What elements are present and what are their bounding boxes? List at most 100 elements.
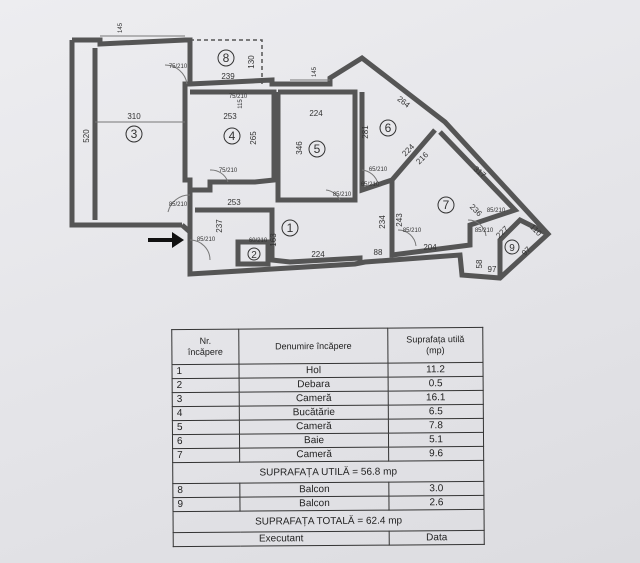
cell-name: Balcon (239, 496, 390, 512)
cell-area: 11.2 (387, 362, 484, 378)
room-number: 1 (287, 221, 294, 235)
cell-name: Baie (239, 433, 389, 449)
cell-name: Cameră (239, 391, 389, 407)
room-circle-2 (247, 247, 261, 261)
dimension-label: 88 (374, 248, 383, 257)
door-arc (397, 229, 417, 247)
cell-name: Hol (238, 363, 389, 379)
entry-wall (180, 223, 192, 234)
outer-wall (72, 37, 552, 281)
cell-nr: 2 (172, 378, 240, 393)
door-arc (361, 169, 379, 185)
room-number: 7 (443, 198, 450, 212)
room5-wall (275, 89, 358, 203)
cell-name: Balcon (239, 482, 389, 498)
dimension-label: 243 (395, 213, 404, 227)
dimension-label: 204 (423, 243, 437, 252)
cell-area: 5.1 (388, 432, 484, 448)
date-label: Data (389, 530, 485, 546)
door-label: 75/210 (219, 168, 238, 174)
dimension-label: 224 (309, 109, 323, 118)
window-label: 145 (312, 66, 318, 77)
header-nr-line1: Nr. (199, 335, 212, 346)
cell-nr: 7 (172, 448, 240, 463)
floor-plan: 8 3 4 5 6 7 1 2 9 310 520 253 265 224 34… (69, 22, 552, 281)
cell-area: 3.0 (388, 481, 484, 497)
grand-total-row: SUPRAFAȚA TOTALĂ = 62.4 mp (173, 509, 485, 533)
entrance-arrow-icon (148, 232, 184, 248)
cell-nr: 3 (172, 392, 240, 407)
cell-nr: 8 (172, 483, 240, 498)
header-area: Suprafața utilă(mp) (387, 327, 483, 364)
room-circle-7 (437, 196, 455, 214)
footer-row: Executant Data (173, 530, 485, 547)
door-label: 85/210 (487, 208, 506, 214)
grand-total: SUPRAFAȚA TOTALĂ = 62.4 mp (173, 509, 485, 533)
room-circle-8 (217, 49, 235, 67)
rooms-table: Nr.încăpere Denumire încăpere Suprafața … (171, 327, 485, 547)
door-arc (167, 194, 191, 213)
storage-wall (235, 239, 271, 267)
header-nr: Nr.încăpere (171, 329, 239, 365)
dimension-label: 130 (247, 55, 256, 69)
dimension-label: 224 (311, 250, 325, 259)
room-circle-3 (125, 125, 143, 143)
dimension-label: 227 (494, 224, 510, 240)
window-label: 115 (238, 99, 244, 109)
door-label: 75/210 (229, 94, 248, 100)
room-circle-5 (308, 140, 326, 158)
cell-area: 0.5 (388, 376, 484, 392)
room-number: 9 (509, 243, 515, 254)
dimension-label: 346 (295, 141, 304, 155)
room-circle-1 (281, 219, 299, 237)
room-circle-9 (504, 239, 520, 255)
header-area-line1: Suprafața utilă (406, 334, 465, 345)
room-circle-6 (379, 119, 397, 137)
cell-name: Debara (239, 377, 389, 393)
useful-total: SUPRAFAȚA UTILĂ = 56.8 mp (172, 460, 484, 484)
dimension-label: 58 (475, 259, 484, 268)
room-number: 8 (223, 51, 230, 65)
dimension-label: 281 (361, 125, 370, 139)
balcony-9-wall (497, 216, 550, 278)
dimension-label: 236 (468, 202, 484, 218)
header-nr-line2: încăpere (187, 346, 223, 357)
cell-nr: 6 (172, 434, 240, 449)
dimension-label: 237 (215, 219, 224, 233)
cell-nr: 1 (171, 364, 240, 379)
balcony-8-outline (190, 39, 263, 84)
door-label: 85/210 (475, 228, 494, 234)
room-number: 3 (131, 127, 138, 141)
door-label: 85/210 (333, 192, 352, 198)
door-arc (189, 239, 211, 261)
door-label: 65/210 (369, 167, 388, 173)
door-label: 75/210 (169, 64, 188, 70)
cell-area: 9.6 (388, 446, 484, 462)
table-header-row: Nr.încăpere Denumire încăpere Suprafața … (171, 327, 483, 365)
cell-nr: 4 (172, 406, 240, 421)
dimension-label: 163 (269, 233, 278, 247)
cell-area: 7.8 (388, 418, 484, 434)
dimension-label: 310 (127, 112, 141, 121)
room-number: 4 (229, 129, 236, 143)
header-area-line2: (mp) (426, 345, 445, 356)
cell-nr: 5 (172, 420, 240, 435)
cell-name: Cameră (239, 447, 389, 463)
bath-wall (359, 92, 437, 194)
room-number: 5 (314, 142, 321, 156)
room-circle-4 (223, 127, 241, 145)
cell-name: Cameră (239, 419, 389, 435)
door-label: 85/210 (403, 228, 422, 234)
dimension-label: 239 (221, 72, 235, 81)
dimension-label: 253 (223, 112, 237, 121)
cell-area: 6.5 (388, 404, 484, 420)
door-label: 60/210 (249, 238, 268, 244)
window-label: 145 (118, 22, 124, 33)
door-label: 65/210 (361, 182, 380, 188)
door-arc (209, 169, 229, 183)
executant-label: Executant (173, 531, 390, 547)
door-arc (164, 64, 188, 85)
hall-wall (195, 207, 363, 265)
cell-name: Bucătărie (239, 405, 389, 421)
dimension-label: 265 (249, 131, 258, 145)
